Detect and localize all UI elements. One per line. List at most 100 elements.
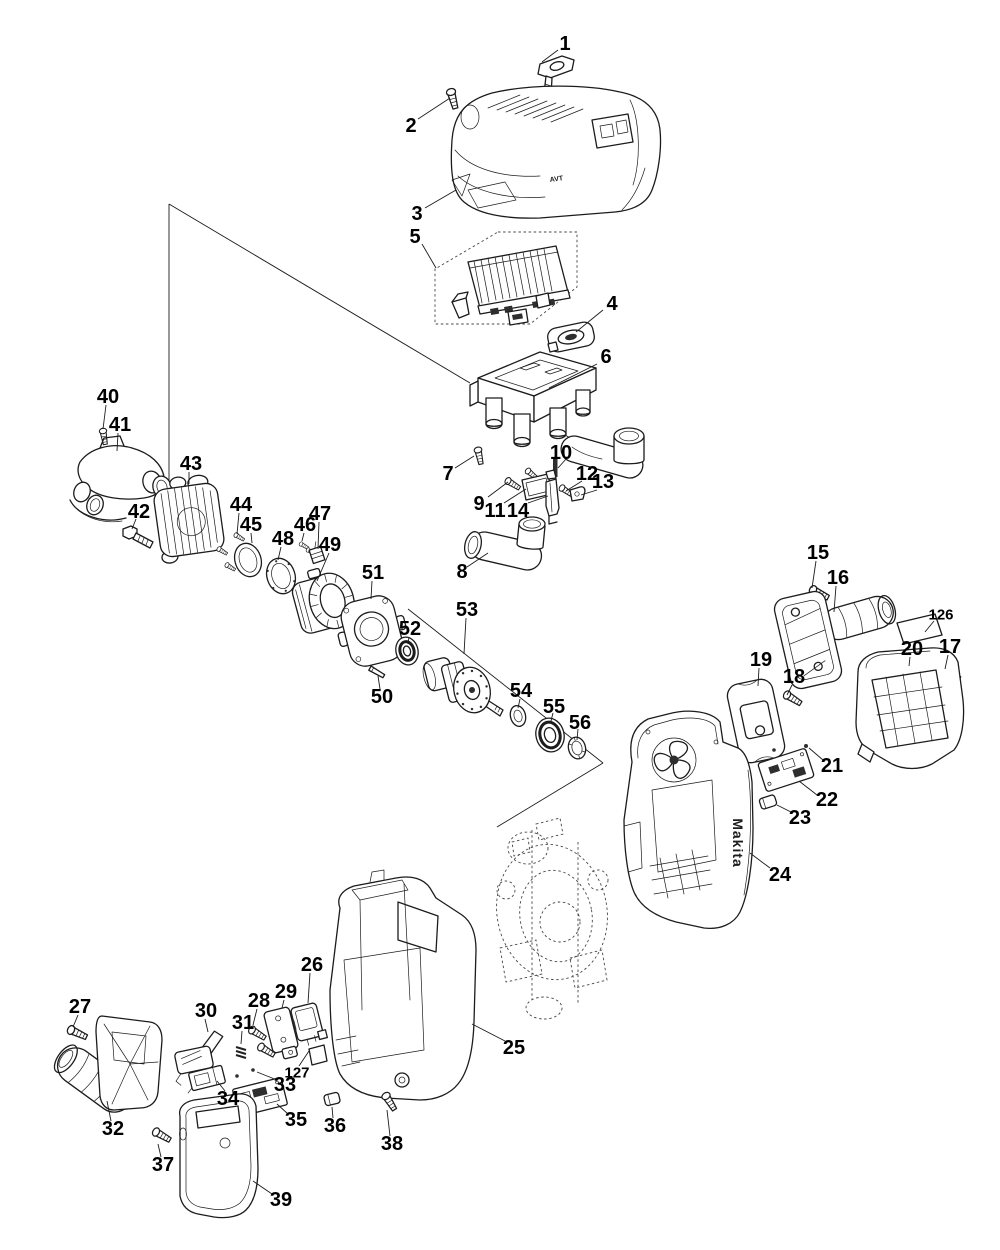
callout-label-32: 32 xyxy=(102,1118,124,1140)
callout-label-38: 38 xyxy=(381,1133,403,1155)
callout-leader-37 xyxy=(157,1143,162,1158)
callout-leader-11 xyxy=(503,488,527,504)
assembly-guide-lines xyxy=(168,203,604,828)
part-43-crank-housing xyxy=(153,474,225,564)
callout-label-14: 14 xyxy=(507,500,530,522)
callout-leader-19 xyxy=(757,667,760,687)
callout-leader-45 xyxy=(250,532,253,544)
callout-leader-4 xyxy=(575,309,604,333)
callout-label-33: 33 xyxy=(274,1074,296,1096)
part-55-ball-bearing xyxy=(535,717,565,753)
callout-leader-42 xyxy=(131,518,137,530)
callout-leader-34 xyxy=(216,1080,226,1092)
callout-label-45: 45 xyxy=(240,514,262,536)
callout-leader-20 xyxy=(908,656,911,667)
part-42-bolt xyxy=(122,525,154,549)
callout-leader-12 xyxy=(565,480,583,492)
callout-label-20: 20 xyxy=(901,638,923,660)
callout-leader-46 xyxy=(301,532,305,542)
callout-leader-32 xyxy=(106,1100,112,1122)
callout-label-35: 35 xyxy=(285,1109,307,1131)
callout-label-9: 9 xyxy=(473,493,484,515)
callout-label-127: 127 xyxy=(284,1065,309,1082)
callout-label-1: 1 xyxy=(559,33,570,55)
callout-label-43: 43 xyxy=(180,453,202,475)
callout-leader-15 xyxy=(811,560,817,589)
part-56-ring xyxy=(567,736,587,760)
part-32-front-grip xyxy=(53,1015,163,1113)
callout-leader-8 xyxy=(466,552,489,568)
callout-label-27: 27 xyxy=(69,996,91,1018)
callout-label-8: 8 xyxy=(456,561,467,583)
callout-leader-36 xyxy=(331,1106,334,1119)
part-48-gasket-ring xyxy=(265,557,297,595)
callout-label-47: 47 xyxy=(309,503,331,525)
callout-label-28: 28 xyxy=(248,990,270,1012)
part-22-circuit-board xyxy=(757,748,815,792)
callout-leader-49 xyxy=(316,552,330,582)
part-40-screw xyxy=(98,427,110,446)
callout-label-24: 24 xyxy=(769,864,792,886)
callout-label-40: 40 xyxy=(97,386,119,408)
part-18-screw xyxy=(781,688,804,708)
callout-leader-18 xyxy=(786,684,793,696)
part-53-armature xyxy=(422,657,504,717)
callout-leader-48 xyxy=(277,546,282,561)
part-126-label xyxy=(896,613,943,645)
part-27-screw xyxy=(65,1023,90,1043)
part-19-gasket-plate xyxy=(726,678,786,764)
part-34-holder xyxy=(187,1064,226,1094)
makita-logo-text: Makita xyxy=(730,818,746,868)
callout-label-18: 18 xyxy=(783,666,805,688)
part-2-screw xyxy=(445,86,461,111)
callout-label-53: 53 xyxy=(456,599,478,621)
callout-leaders xyxy=(72,49,949,1195)
callout-leader-126 xyxy=(924,620,935,633)
callout-leader-52 xyxy=(407,636,410,645)
part-4-switch-button xyxy=(547,321,595,353)
callout-label-46: 46 xyxy=(294,514,316,536)
cover-logo-text: AVT xyxy=(549,175,564,184)
part-45-retaining-ring xyxy=(233,542,263,578)
callout-label-4: 4 xyxy=(606,293,618,315)
callout-leader-1 xyxy=(541,49,559,63)
part-52-ball-bearing xyxy=(395,636,419,666)
callout-leader-29 xyxy=(281,999,285,1009)
part-51-bearing-retainer xyxy=(337,595,407,667)
callout-label-30: 30 xyxy=(195,1000,217,1022)
callout-leader-56 xyxy=(576,728,579,741)
callout-leader-53 xyxy=(463,617,467,655)
callout-label-16: 16 xyxy=(827,567,849,589)
callout-label-36: 36 xyxy=(324,1115,346,1137)
callout-label-7: 7 xyxy=(442,463,453,485)
callout-label-25: 25 xyxy=(503,1037,525,1059)
callout-leader-33 xyxy=(256,1071,278,1081)
part-39-cover xyxy=(178,1093,259,1219)
part-33-screws xyxy=(235,1068,255,1078)
callout-leader-35 xyxy=(276,1103,289,1115)
callout-label-13: 13 xyxy=(592,471,614,493)
part-24-housing-right: Makita xyxy=(623,710,754,930)
callout-label-3: 3 xyxy=(411,203,422,225)
callout-leader-10 xyxy=(557,458,567,469)
callout-label-44: 44 xyxy=(230,494,253,516)
callout-leader-25 xyxy=(471,1023,506,1042)
part-16-rear-handle xyxy=(773,590,897,690)
callout-label-29: 29 xyxy=(275,981,297,1003)
part-6-elbow-pipe xyxy=(560,427,645,479)
callout-leader-5 xyxy=(421,243,437,269)
part-36-cap xyxy=(323,1091,341,1107)
callout-leader-3 xyxy=(424,189,457,209)
callout-label-126: 126 xyxy=(928,607,953,624)
callout-label-34: 34 xyxy=(217,1088,240,1110)
callout-label-11: 11 xyxy=(484,500,505,522)
assembly-guide-line-1 xyxy=(168,203,471,384)
callout-label-39: 39 xyxy=(270,1189,292,1211)
callout-label-56: 56 xyxy=(569,712,591,734)
callout-leader-40 xyxy=(102,404,107,430)
callout-leader-38 xyxy=(386,1109,391,1137)
part-8-elbow-pipe xyxy=(463,516,546,571)
part-54-washer xyxy=(509,705,527,727)
